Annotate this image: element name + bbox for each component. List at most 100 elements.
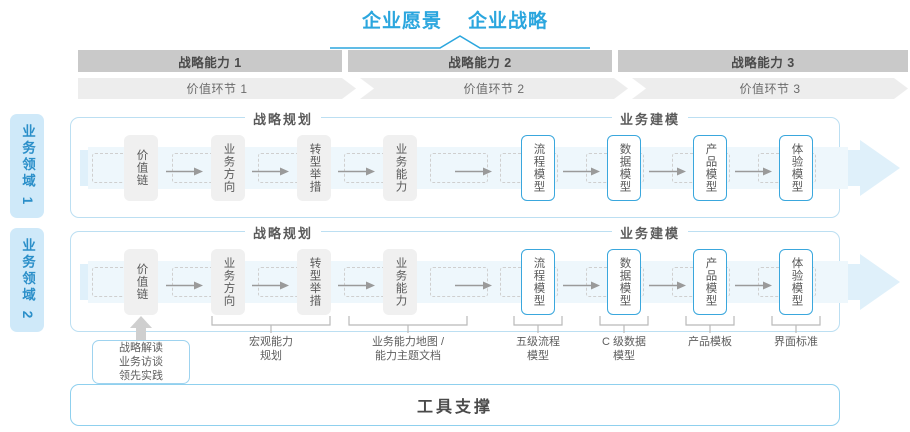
bracket-data-model — [599, 316, 649, 334]
annotation-line: 业务访谈 — [119, 356, 163, 368]
node-product-model-1[interactable]: 产品模型 — [693, 135, 727, 201]
page-title: 企业愿景 企业战略 — [0, 6, 910, 33]
annotation-box-strategy-input[interactable]: 战略解读 业务访谈 领先实践 — [92, 340, 190, 384]
domain-label-2: 业务领域 2 — [20, 238, 35, 322]
section-title-modeling-1: 业务建模 — [612, 109, 689, 127]
node-business-direction-2[interactable]: 业务方向 — [211, 249, 245, 315]
section-line-right-1 — [712, 117, 830, 119]
annotation-data-model: C 级数据 模型 — [584, 336, 664, 363]
node-value-chain-1[interactable]: 价值链 — [124, 135, 158, 201]
node-label: 体验模型 — [790, 143, 803, 193]
capability-bar-2[interactable]: 战略能力 2 — [348, 50, 612, 72]
node-transformation-1[interactable]: 转型举措 — [297, 135, 331, 201]
value-link-bar-2[interactable]: 价值环节 2 — [360, 78, 628, 99]
node-label: 数据模型 — [618, 257, 631, 307]
node-label: 价值链 — [135, 263, 148, 301]
value-link-label-3: 价值环节 3 — [739, 82, 801, 96]
node-label: 产品模型 — [704, 257, 717, 307]
arrow-icon — [252, 163, 290, 176]
node-process-model-1[interactable]: 流程模型 — [521, 135, 555, 201]
arrow-icon — [735, 163, 773, 176]
section-title-planning-2: 战略规划 — [245, 223, 322, 241]
section-line-right-2 — [712, 231, 830, 233]
annotation-macro-capability: 宏观能力 规划 — [211, 336, 331, 363]
section-line-left-2 — [125, 231, 245, 233]
capability-bar-3[interactable]: 战略能力 3 — [618, 50, 908, 72]
arrow-icon — [252, 277, 290, 290]
annotation-line: 模型 — [527, 349, 549, 362]
arrow-icon — [563, 163, 601, 176]
annotation-line: 界面标准 — [774, 336, 818, 348]
annotation-ui-standard: 界面标准 — [756, 336, 836, 350]
sidebar-item-domain-1[interactable]: 业务领域 1 — [10, 114, 44, 218]
node-business-direction-1[interactable]: 业务方向 — [211, 135, 245, 201]
value-link-label-2: 价值环节 2 — [463, 82, 525, 96]
annotation-line: 领先实践 — [119, 370, 163, 382]
sidebar-item-domain-2[interactable]: 业务领域 2 — [10, 228, 44, 332]
node-label: 业务能力 — [394, 257, 407, 307]
node-label: 业务方向 — [222, 143, 235, 193]
annotation-line: 战略解读 — [119, 342, 163, 354]
annotation-capability-map: 业务能力地图 / 能力主题文档 — [348, 336, 468, 363]
placeholder-chip — [430, 267, 488, 297]
node-product-model-2[interactable]: 产品模型 — [693, 249, 727, 315]
section-line-left-1 — [125, 117, 245, 119]
node-label: 业务能力 — [394, 143, 407, 193]
arrow-icon — [649, 277, 687, 290]
annotation-process-model: 五级流程 模型 — [498, 336, 578, 363]
value-link-label-1: 价值环节 1 — [186, 82, 248, 96]
value-link-bar-1[interactable]: 价值环节 1 — [78, 78, 356, 99]
node-value-chain-2[interactable]: 价值链 — [124, 249, 158, 315]
section-line-mid-1 — [345, 117, 610, 119]
placeholder-chip — [430, 153, 488, 183]
annotation-line: 业务能力地图 / — [371, 336, 445, 348]
arrow-icon — [338, 163, 376, 176]
arrow-icon — [455, 277, 493, 290]
node-label: 转型举措 — [308, 257, 321, 307]
node-label: 体验模型 — [790, 257, 803, 307]
section-line-mid-2 — [345, 231, 610, 233]
section-title-modeling-2: 业务建模 — [612, 223, 689, 241]
annotation-line: 宏观能力 — [249, 336, 293, 348]
node-label: 流程模型 — [532, 257, 545, 307]
bracket-macro-capability — [211, 316, 331, 334]
arrow-icon — [338, 277, 376, 290]
arrow-icon — [563, 277, 601, 290]
node-label: 数据模型 — [618, 143, 631, 193]
capability-label-3: 战略能力 3 — [731, 55, 795, 70]
annotation-product-template: 产品模板 — [670, 336, 750, 350]
node-label: 流程模型 — [532, 143, 545, 193]
domain-label-1: 业务领域 1 — [20, 124, 35, 208]
node-process-model-2[interactable]: 流程模型 — [521, 249, 555, 315]
node-label: 价值链 — [135, 149, 148, 187]
arrow-icon — [649, 163, 687, 176]
node-business-capability-2[interactable]: 业务能力 — [383, 249, 417, 315]
node-experience-model-1[interactable]: 体验模型 — [779, 135, 813, 201]
node-business-capability-1[interactable]: 业务能力 — [383, 135, 417, 201]
node-label: 产品模型 — [704, 143, 717, 193]
annotation-line: 产品模板 — [688, 336, 732, 348]
annotation-line: 模型 — [613, 349, 635, 362]
arrow-icon — [166, 163, 204, 176]
annotation-line: C 级数据 — [602, 336, 646, 348]
node-label: 业务方向 — [222, 257, 235, 307]
node-data-model-2[interactable]: 数据模型 — [607, 249, 641, 315]
node-data-model-1[interactable]: 数据模型 — [607, 135, 641, 201]
arrow-icon — [455, 163, 493, 176]
title-strategy: 企业战略 — [468, 11, 549, 32]
value-link-bar-3[interactable]: 价值环节 3 — [632, 78, 908, 99]
bracket-process-model — [513, 316, 563, 334]
title-vision: 企业愿景 — [361, 11, 442, 32]
capability-bar-1[interactable]: 战略能力 1 — [78, 50, 342, 72]
bracket-capability-map — [348, 316, 468, 334]
section-title-planning-1: 战略规划 — [245, 109, 322, 127]
annotation-line: 五级流程 — [516, 336, 560, 348]
title-connector-line — [330, 34, 590, 50]
tool-support-label: 工具支撑 — [416, 399, 493, 416]
node-transformation-2[interactable]: 转型举措 — [297, 249, 331, 315]
arrow-icon — [735, 277, 773, 290]
node-experience-model-2[interactable]: 体验模型 — [779, 249, 813, 315]
node-label: 转型举措 — [308, 143, 321, 193]
capability-label-2: 战略能力 2 — [448, 55, 512, 70]
bracket-product-template — [685, 316, 735, 334]
